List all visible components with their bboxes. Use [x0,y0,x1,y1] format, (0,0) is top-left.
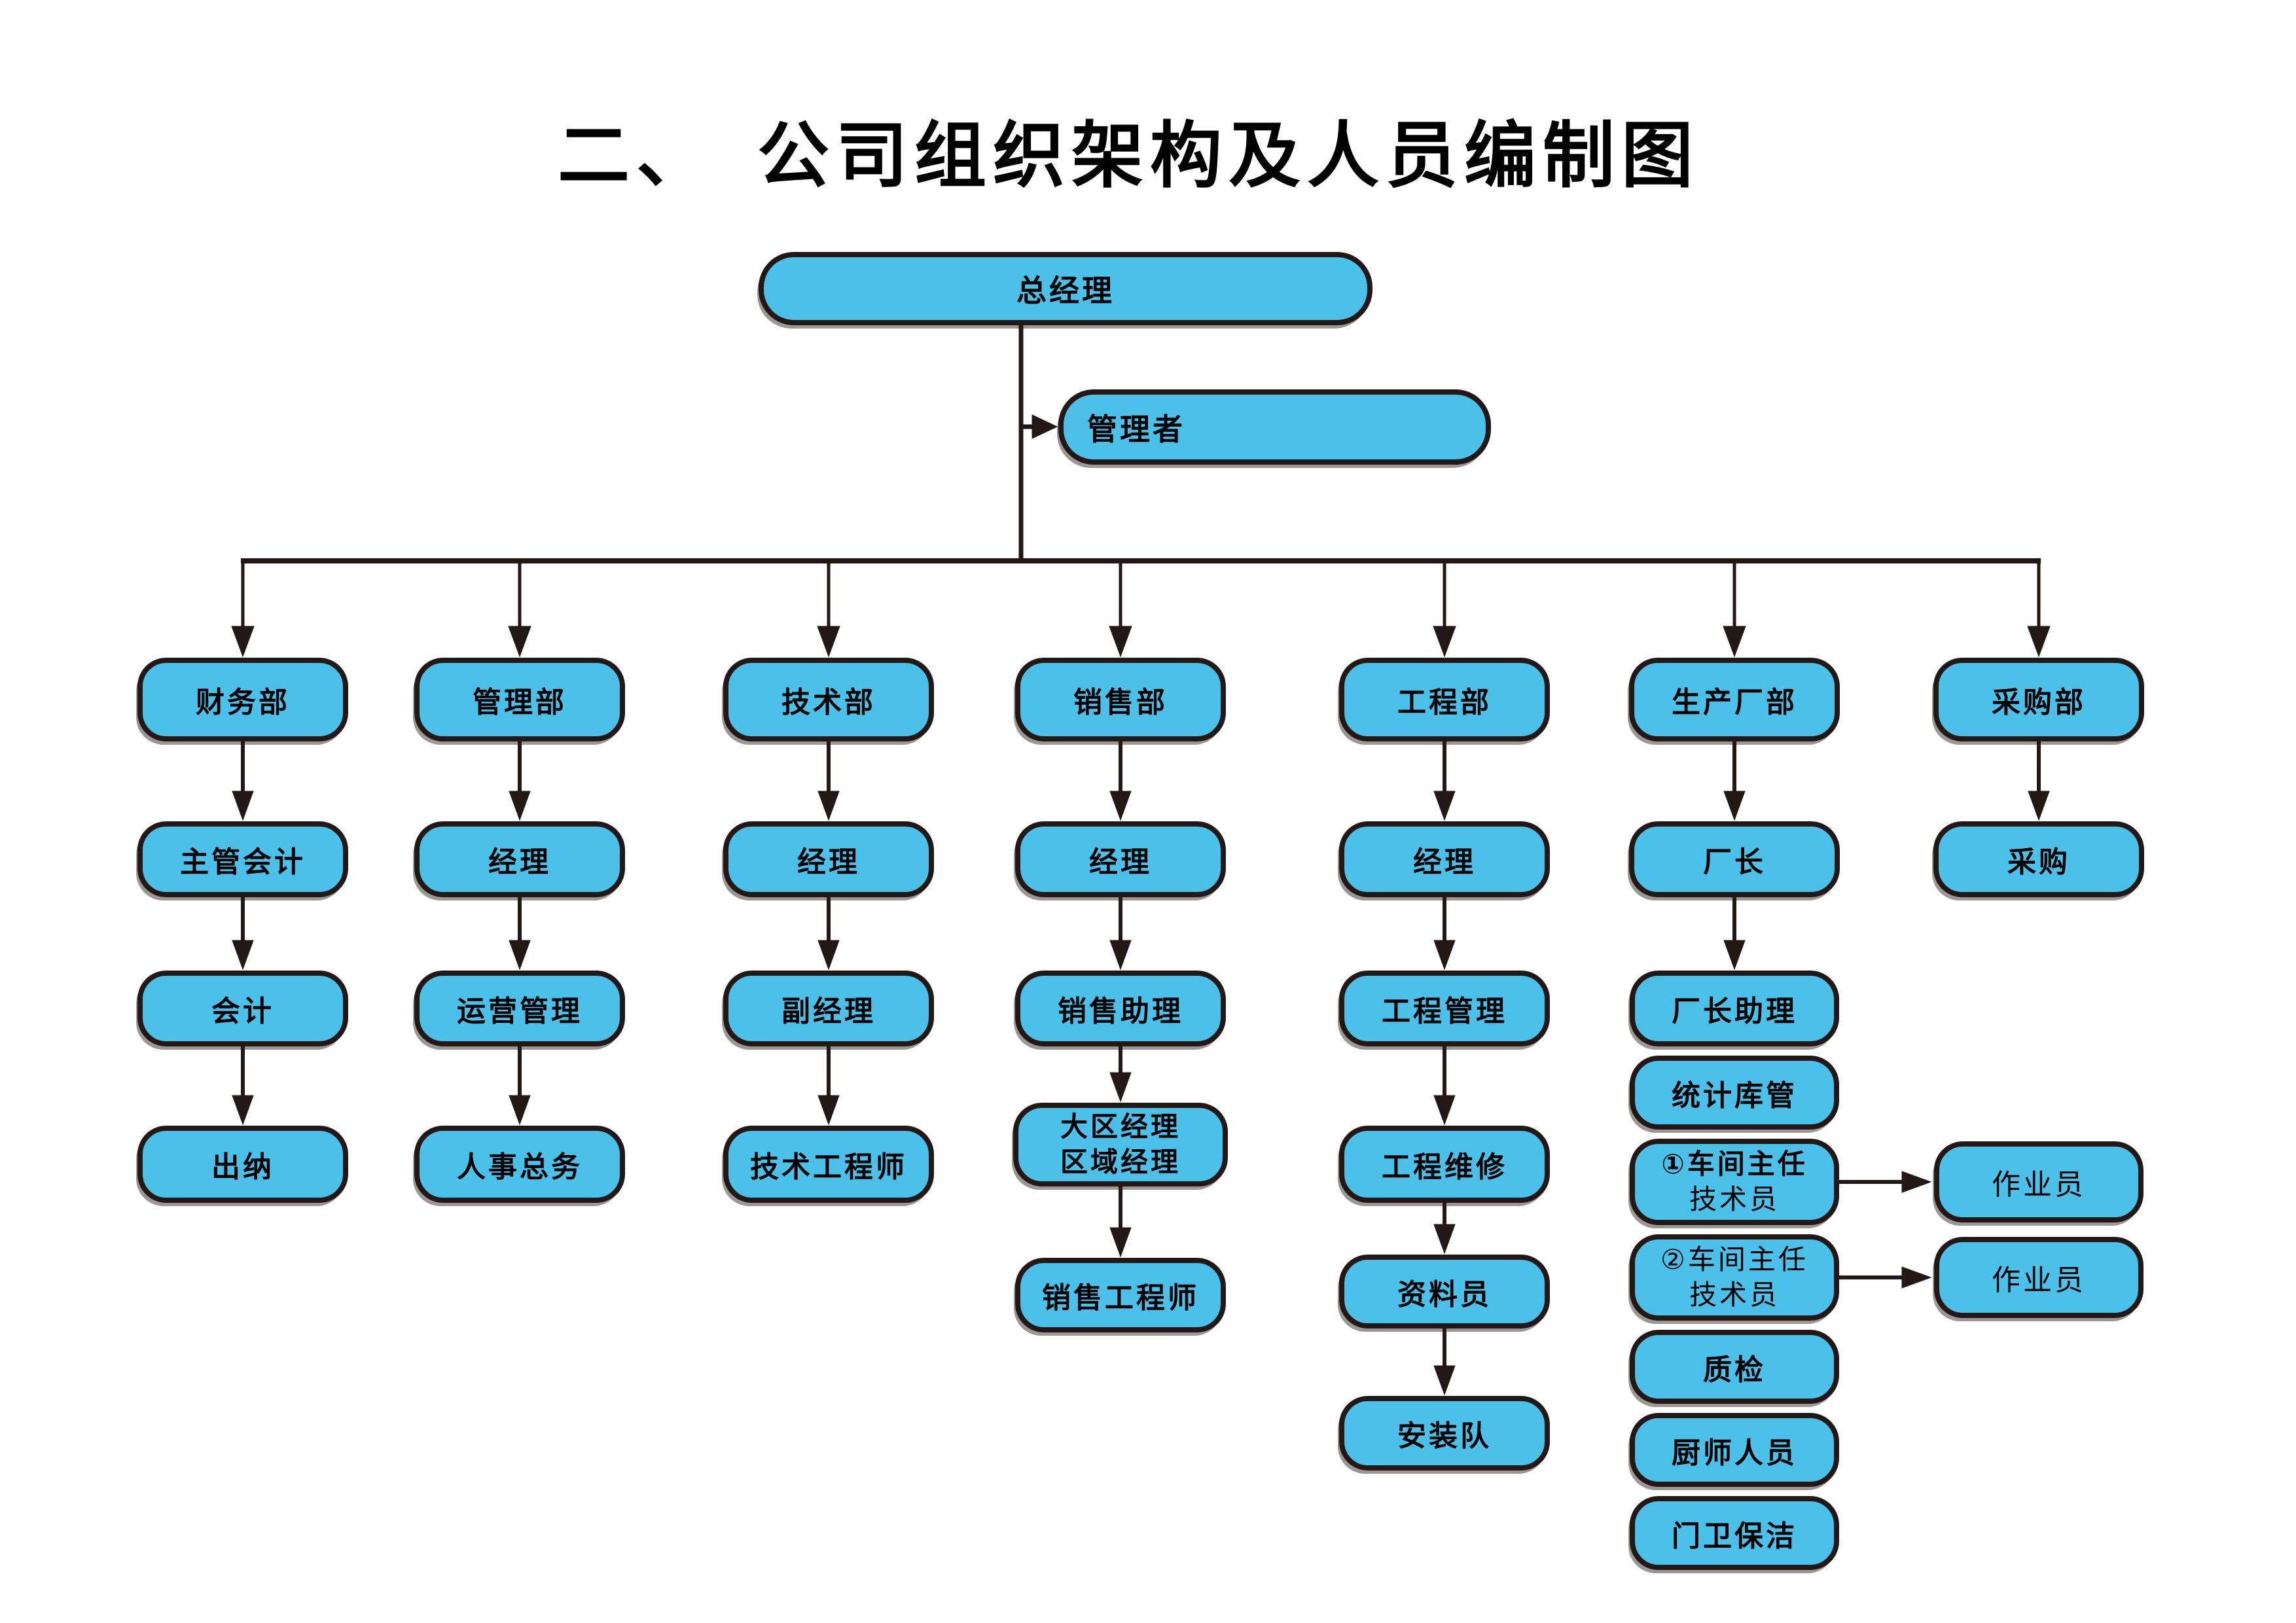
box-workshop1-director-technician: ①车间主任 技术员 [1630,1139,1839,1225]
box-line-2: 技术员 [1689,1279,1780,1310]
box-engineering-dept: 工程部 [1339,658,1550,741]
arrowhead-down-icon [817,791,840,821]
arrowhead-down-icon [1109,1227,1132,1258]
box-factory-head-assistant: 厂长助理 [1630,971,1839,1046]
box-tech-dept: 技术部 [723,658,934,741]
arrowhead-down-icon [232,1095,254,1126]
purchase-column-arrows [2028,741,2050,821]
arrowhead-down-icon [1433,1365,1456,1396]
box-stats-warehouse-keeper: 统计库管 [1630,1056,1839,1130]
arrowhead-down-icon [817,940,840,971]
arrowhead-down-icon [1723,940,1746,971]
box-production-dept: 生产厂部 [1629,658,1840,741]
box-tech-manager: 经理 [723,821,934,897]
box-guard-cleaning: 门卫保洁 [1630,1496,1839,1570]
box-engineering-management: 工程管理 [1339,971,1550,1046]
box-finance-dept: 财务部 [137,658,348,741]
box-sales-manager: 经理 [1015,821,1226,897]
box-manager: 管理者 [1058,389,1491,465]
box-admin-operations: 运营管理 [414,971,625,1046]
arrowhead-down-icon [231,626,255,658]
box-general-manager: 总经理 [759,252,1372,325]
box-engineering-manager: 经理 [1339,821,1550,897]
box-operator-2: 作业员 [1934,1237,2144,1318]
arrowhead-down-icon [1723,626,1746,658]
arrowhead-down-icon [509,791,531,821]
arrowhead-down-icon [1433,940,1456,971]
page-title: 二、 公司组织架构及人员编制图 [558,116,1700,196]
finance-column-arrows [232,741,254,1126]
arrowhead-right-icon [1901,1171,1932,1193]
box-finance-accountant: 会计 [137,971,348,1046]
arrowhead-down-icon [1433,791,1456,821]
arrowhead-down-icon [1109,940,1132,971]
box-line-1: ②车间主任 [1660,1244,1808,1275]
box-finance-cashier: 出纳 [137,1126,348,1203]
admin-column-arrows [509,741,531,1126]
arrowhead-right-icon [1031,414,1058,439]
arrowhead-down-icon [508,626,531,658]
box-factory-head: 厂长 [1629,821,1840,897]
box-admin-dept: 管理部 [414,658,625,741]
arrowhead-down-icon [1109,1072,1132,1103]
arrowhead-down-icon [1433,1095,1456,1126]
box-admin-manager: 经理 [414,821,625,897]
box-cook-staff: 厨师人员 [1630,1413,1839,1487]
box-line-1: 大区经理 [1060,1111,1181,1143]
arrowhead-down-icon [817,626,840,658]
box-sales-dept: 销售部 [1015,658,1226,741]
department-drop-arrows [231,558,2051,658]
arrowhead-right-icon [1901,1266,1932,1289]
box-purchase-dept: 采购部 [1933,658,2144,741]
arrowhead-down-icon [1433,1224,1456,1255]
box-sales-engineer: 销售工程师 [1015,1258,1226,1332]
box-workshop2-director-technician: ②车间主任 技术员 [1630,1234,1839,1321]
box-admin-hr: 人事总务 [414,1126,625,1203]
arrowhead-down-icon [509,940,531,971]
box-tech-engineer: 技术工程师 [723,1126,934,1203]
box-finance-chief-accountant: 主管会计 [137,821,348,897]
box-sales-assistant: 销售助理 [1015,971,1226,1046]
box-operator-1: 作业员 [1934,1141,2144,1222]
arrowhead-down-icon [2028,791,2050,821]
box-line-1: ①车间主任 [1661,1149,1808,1180]
arrowhead-down-icon [2027,626,2051,658]
box-engineering-maintenance: 工程维修 [1339,1126,1550,1203]
tech-column-arrows [817,741,840,1126]
box-line-2: 区域经理 [1060,1147,1181,1177]
arrowhead-down-icon [232,791,254,821]
arrowhead-down-icon [1723,791,1746,821]
box-purchase-buyer: 采购 [1933,821,2144,897]
arrowhead-down-icon [232,940,254,971]
arrowhead-down-icon [1109,626,1132,658]
box-quality-check: 质检 [1630,1330,1839,1404]
box-line-2: 技术员 [1689,1184,1780,1215]
box-sales-regional-manager: 大区经理 区域经理 [1013,1103,1228,1186]
arrowhead-down-icon [817,1095,840,1126]
arrowhead-down-icon [1109,791,1132,821]
box-engineering-install-team: 安装队 [1339,1396,1550,1471]
box-engineering-documenter: 资料员 [1339,1255,1550,1329]
box-tech-deputy-manager: 副经理 [723,971,934,1046]
arrowhead-down-icon [1433,626,1456,658]
arrowhead-down-icon [509,1095,531,1126]
